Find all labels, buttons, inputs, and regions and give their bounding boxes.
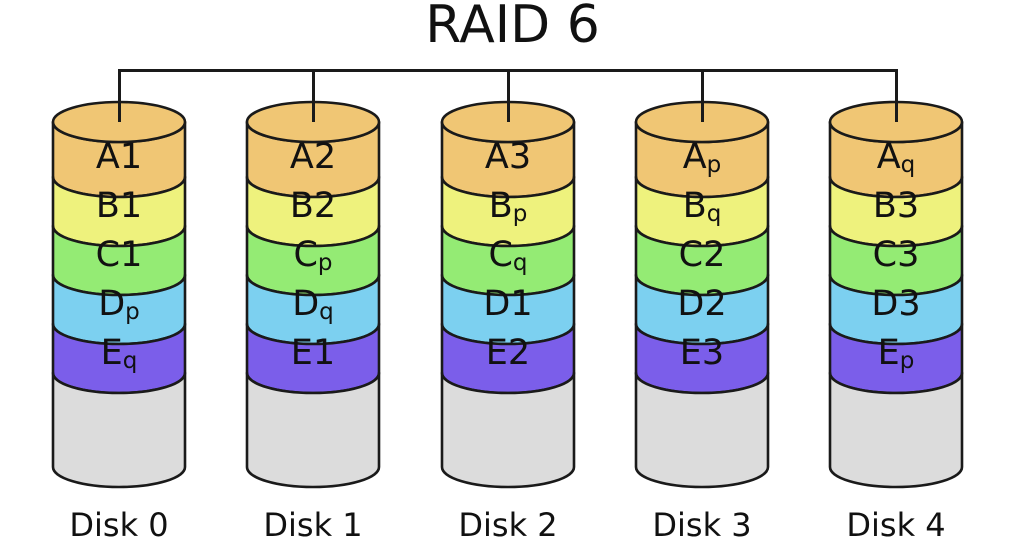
disk-4-name: Disk 4 [846, 506, 946, 544]
disk-0-body [51, 371, 187, 489]
disk-3-label-d: D2 [677, 284, 726, 324]
connector-drop-disk3 [701, 69, 704, 122]
disk-1-name: Disk 1 [263, 506, 363, 544]
disk-2-label-b: Bp [489, 186, 528, 227]
block-label-sub: q [123, 348, 138, 374]
block-label-base: E3 [680, 333, 724, 373]
block-label-base: D1 [483, 284, 532, 324]
disk-2: A3 Bp Cq D1 E2 [438, 96, 578, 490]
disk-3-body [634, 371, 770, 489]
block-label-base: C [293, 235, 317, 275]
block-label-base: D [98, 284, 125, 324]
block-label-base: C1 [96, 235, 143, 275]
disk-3: Ap Bq C2 D2 E3 [632, 96, 772, 490]
block-label-base: A3 [485, 137, 531, 177]
disk-2-body [440, 371, 576, 489]
disk-0: A1 B1 C1 Dp Eq [49, 96, 189, 490]
block-label-base: D [292, 284, 319, 324]
disk-0-label-e: Eq [101, 333, 138, 374]
disk-4-label-b: B3 [873, 186, 919, 226]
block-label-base: C2 [679, 235, 726, 275]
block-label-base: B1 [96, 186, 142, 226]
block-label-sub: p [513, 201, 528, 227]
disk-2-name: Disk 2 [458, 506, 558, 544]
block-label-base: A1 [96, 137, 142, 177]
disk-3-cylinder: Ap Bq C2 D2 E3 [634, 100, 770, 489]
block-label-base: A [877, 137, 901, 177]
disk-0-name: Disk 0 [69, 506, 169, 544]
connector-drop-disk1 [312, 69, 315, 122]
disk-4-cylinder: Aq B3 C3 D3 Ep [828, 100, 964, 489]
block-label-base: D3 [871, 284, 920, 324]
disk-1-label-e: E1 [291, 333, 335, 373]
block-label-sub: q [319, 299, 334, 325]
disk-4-label-d: D3 [871, 284, 920, 324]
diagram-title: RAID 6 [425, 0, 600, 55]
connector-drop-disk4 [895, 69, 898, 122]
block-label-base: C [488, 235, 512, 275]
disk-0-label-d: Dp [98, 284, 140, 325]
block-label-base: E [878, 333, 900, 373]
disk-2-label-c: Cq [488, 235, 527, 276]
disk-1-cylinder: A2 B2 Cp Dq E1 [245, 100, 381, 489]
disk-1-label-d: Dq [292, 284, 334, 325]
block-label-sub: p [318, 250, 333, 276]
disk-0-label-c: C1 [96, 235, 143, 275]
block-label-sub: q [707, 201, 722, 227]
block-label-base: B [489, 186, 513, 226]
disk-1-body [245, 371, 381, 489]
disk-0-cylinder: A1 B1 C1 Dp Eq [51, 100, 187, 489]
disk-3-name: Disk 3 [652, 506, 752, 544]
block-label-sub: p [900, 348, 915, 374]
block-label-base: C3 [873, 235, 920, 275]
disk-2-label-d: D1 [483, 284, 532, 324]
disk-3-label-a: Ap [683, 137, 722, 178]
disk-1-label-c: Cp [293, 235, 332, 276]
block-label-sub: q [513, 250, 528, 276]
block-label-sub: p [707, 152, 722, 178]
disk-4-label-c: C3 [873, 235, 920, 275]
disk-1-label-b: B2 [290, 186, 336, 226]
disk-0-label-b: B1 [96, 186, 142, 226]
disk-3-label-c: C2 [679, 235, 726, 275]
block-label-base: B2 [290, 186, 336, 226]
disk-2-label-a: A3 [485, 137, 531, 177]
connector-drop-disk2 [507, 69, 510, 122]
block-label-sub: p [125, 299, 140, 325]
connector-drop-disk0 [118, 69, 121, 122]
disk-3-label-b: Bq [683, 186, 722, 227]
block-label-base: A2 [290, 137, 336, 177]
block-label-base: E2 [486, 333, 530, 373]
block-label-sub: q [901, 152, 916, 178]
disk-3-label-e: E3 [680, 333, 724, 373]
disk-4: Aq B3 C3 D3 Ep [826, 96, 966, 490]
block-label-base: A [683, 137, 707, 177]
disk-4-body [828, 371, 964, 489]
disk-4-label-e: Ep [878, 333, 915, 374]
block-label-base: D2 [677, 284, 726, 324]
block-label-base: B3 [873, 186, 919, 226]
disk-1: A2 B2 Cp Dq E1 [243, 96, 383, 490]
disk-0-label-a: A1 [96, 137, 142, 177]
disk-2-cylinder: A3 Bp Cq D1 E2 [440, 100, 576, 489]
disk-4-label-a: Aq [877, 137, 916, 178]
disk-1-label-a: A2 [290, 137, 336, 177]
block-label-base: B [683, 186, 707, 226]
block-label-base: E [101, 333, 123, 373]
block-label-base: E1 [291, 333, 335, 373]
disk-2-label-e: E2 [486, 333, 530, 373]
